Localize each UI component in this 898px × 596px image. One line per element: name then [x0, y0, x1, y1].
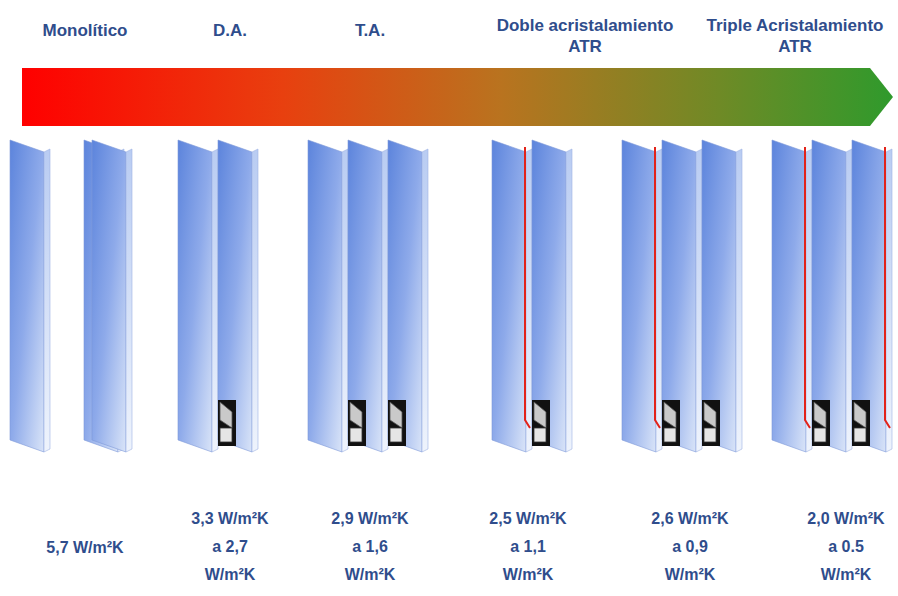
glass-pane: [702, 140, 736, 452]
performance-arrow: [22, 68, 893, 126]
low-e-coating: [655, 147, 660, 428]
pane-edge: [886, 149, 892, 452]
type-heading: D.A.: [190, 20, 270, 41]
glass-pane: [92, 140, 126, 452]
spacer-bar: [662, 400, 680, 446]
pane-edge: [212, 149, 218, 452]
low-e-coating: [885, 147, 890, 428]
spacer-profile: [350, 402, 362, 428]
pane-edge: [126, 149, 132, 452]
u-value-range: 2,0 W/m²K a 0.5 W/m²K: [803, 505, 889, 589]
pane-edge: [656, 149, 662, 452]
spacer-profile: [534, 402, 546, 428]
spacer-profile: [664, 402, 676, 428]
spacer-bar: [348, 400, 366, 446]
type-heading: Monolítico: [20, 20, 150, 41]
pane-edge: [736, 149, 742, 452]
glass-pane: [348, 140, 382, 452]
spacer-bar: [852, 400, 870, 446]
spacer-sealant: [350, 428, 362, 442]
spacer-sealant: [390, 428, 402, 442]
spacer-sealant: [854, 428, 866, 442]
pane-edge: [566, 149, 572, 452]
spacer-profile: [854, 402, 866, 428]
glass-pane: [852, 140, 886, 452]
pane-edge: [382, 149, 388, 452]
pane-edge: [806, 149, 812, 452]
spacer-bar: [388, 400, 406, 446]
spacer-profile: [814, 402, 826, 428]
glass-pane: [308, 140, 342, 452]
glass-pane: [812, 140, 846, 452]
glass-pane: [662, 140, 696, 452]
u-value-range: 2,5 W/m²K a 1,1 W/m²K: [485, 505, 571, 589]
type-heading: Triple Acristalamiento ATR: [699, 15, 891, 57]
pane-edge: [696, 149, 702, 452]
spacer-bar: [702, 400, 720, 446]
spacer-sealant: [814, 428, 826, 442]
glass-pane: [10, 140, 44, 452]
pane-edge: [252, 149, 258, 452]
pane-edge: [846, 149, 852, 452]
glass-pane: [622, 140, 656, 452]
low-e-coating: [805, 147, 810, 428]
glass-pane: [492, 140, 526, 452]
spacer-profile: [390, 402, 402, 428]
low-e-coating: [525, 147, 530, 428]
spacer-sealant: [664, 428, 676, 442]
spacer-bar: [532, 400, 550, 446]
pane-edge: [526, 149, 532, 452]
pane-edge: [44, 149, 50, 452]
pane-edge: [422, 149, 428, 452]
u-value: 5,7 W/m²K: [25, 534, 145, 562]
type-heading: Doble acristalamiento ATR: [489, 15, 681, 57]
glass-pane: [178, 140, 212, 452]
spacer-bar: [218, 400, 236, 446]
glass-pane: [388, 140, 422, 452]
spacer-profile: [704, 402, 716, 428]
glass-pane: [532, 140, 566, 452]
spacer-bar: [812, 400, 830, 446]
u-value-range: 2,6 W/m²K a 0,9 W/m²K: [647, 505, 733, 589]
type-heading: T.A.: [330, 20, 410, 41]
pane-edge: [342, 149, 348, 452]
u-value-range: 3,3 W/m²K a 2,7 W/m²K: [187, 505, 273, 589]
u-value-range: 2,9 W/m²K a 1,6 W/m²K: [327, 505, 413, 589]
spacer-sealant: [704, 428, 716, 442]
spacer-sealant: [220, 428, 232, 442]
spacer-sealant: [534, 428, 546, 442]
spacer-profile: [220, 402, 232, 428]
glass-pane: [218, 140, 252, 452]
glass-pane: [772, 140, 806, 452]
